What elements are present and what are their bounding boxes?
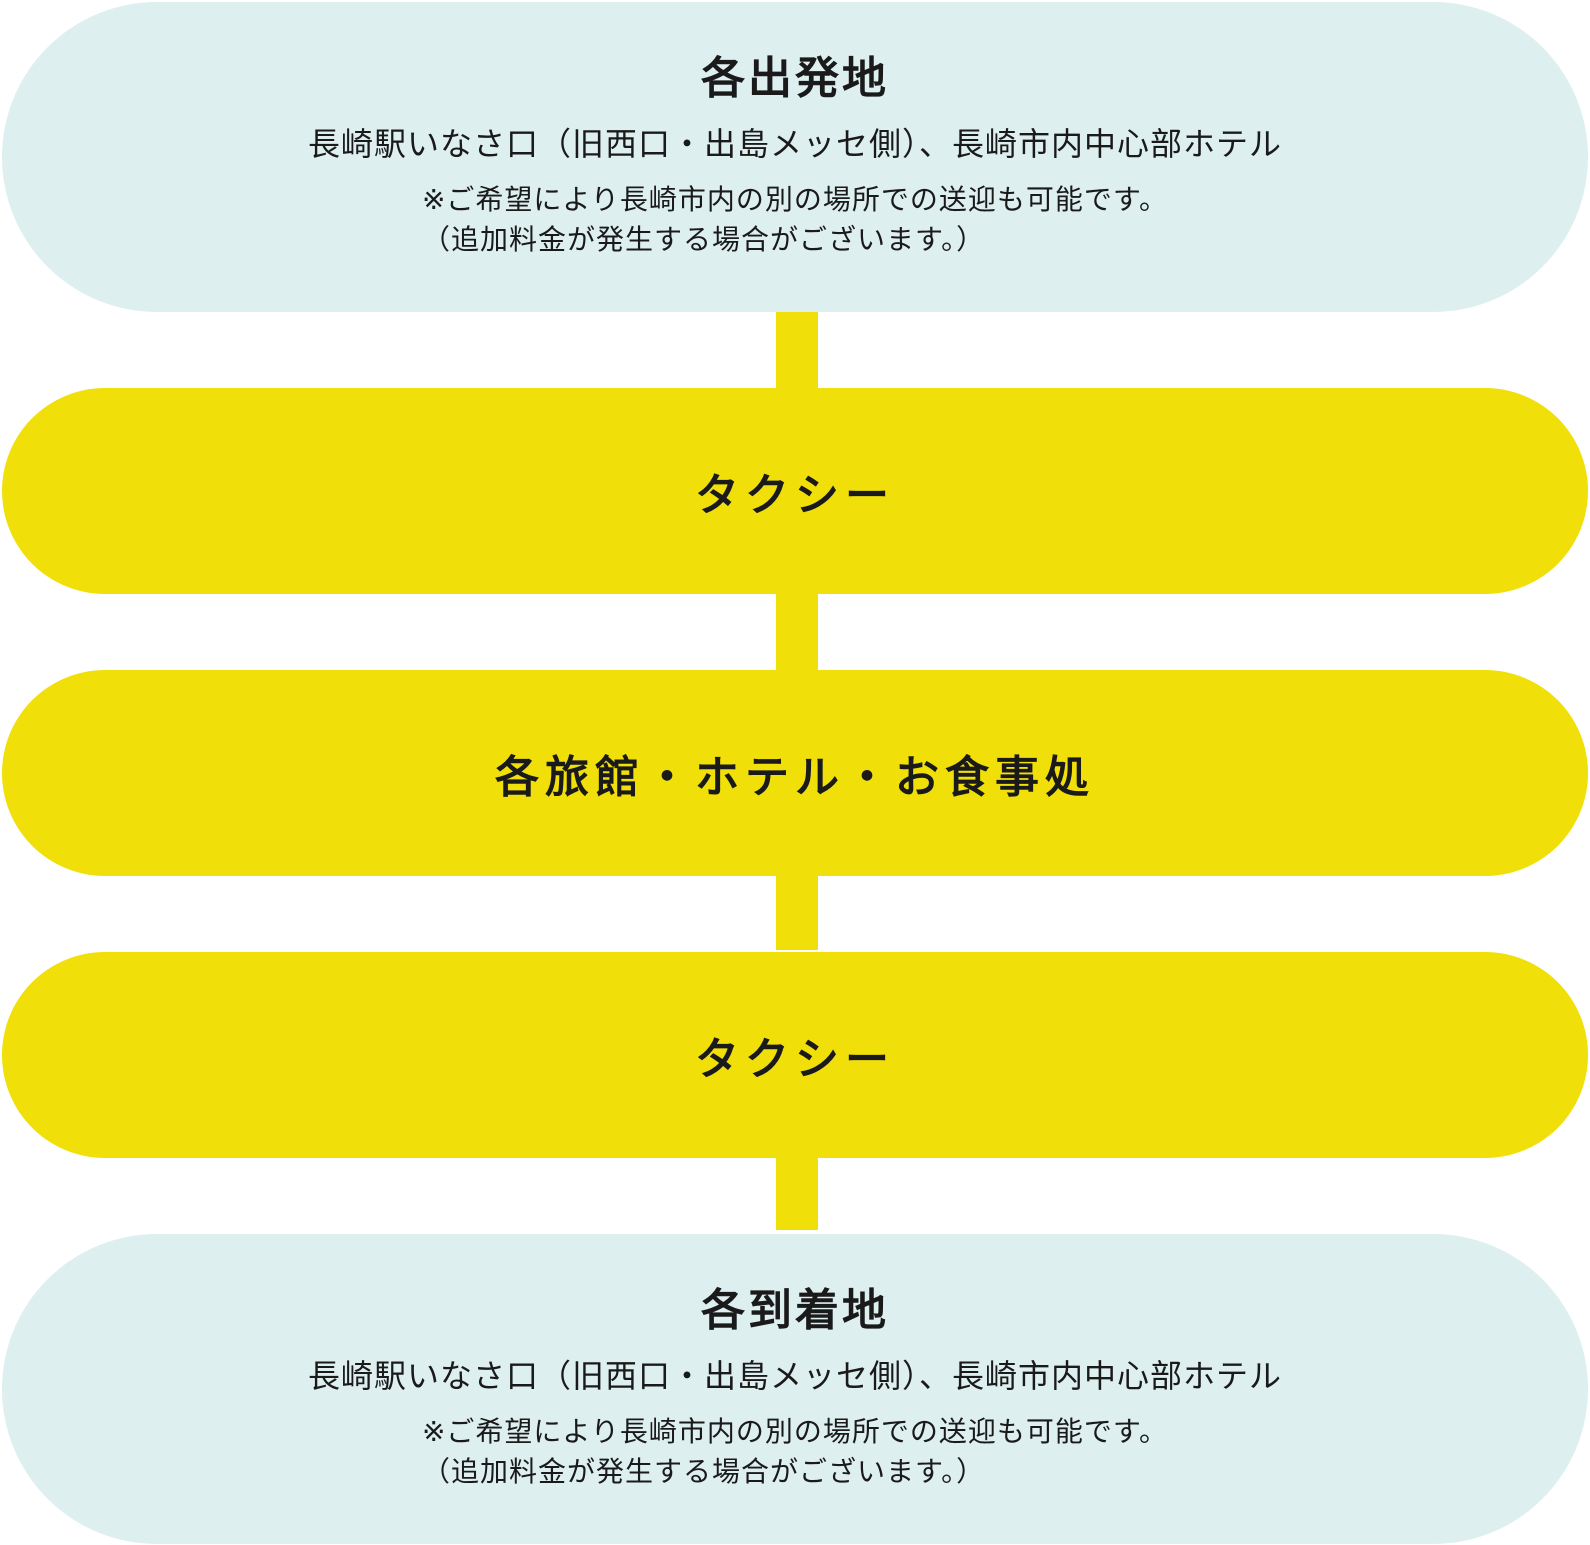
destination-note-line-1: ※ご希望により長崎市内の別の場所での送迎も可能です。	[421, 1414, 1169, 1448]
origin-title: 各出発地	[701, 53, 889, 105]
connector-4	[776, 1150, 818, 1230]
destination-box: 各到着地 長崎駅いなさ口（旧西口・出島メッセ側）、長崎市内中心部ホテル ※ご希望…	[2, 1234, 1588, 1544]
destination-note: ※ご希望により長崎市内の別の場所での送迎も可能です。 （追加料金が発生する場合が…	[422, 1412, 1168, 1493]
destination-note-line-2: （追加料金が発生する場合がございます。）	[421, 1455, 986, 1489]
origin-note-line-1: ※ご希望により長崎市内の別の場所での送迎も可能です。	[421, 182, 1169, 216]
stop-label: 各旅館・ホテル・お食事処	[495, 752, 1095, 803]
transport-step-2-label: タクシー	[695, 1034, 895, 1085]
connector-3	[776, 870, 818, 950]
transport-step-1-label: タクシー	[695, 470, 895, 521]
transport-step-1: タクシー	[2, 388, 1588, 594]
origin-note-line-2: （追加料金が発生する場合がございます。）	[421, 223, 986, 257]
connector-1	[776, 310, 818, 390]
destination-title: 各到着地	[701, 1285, 889, 1337]
connector-2	[776, 590, 818, 670]
destination-location: 長崎駅いなさ口（旧西口・出島メッセ側）、長崎市内中心部ホテル	[307, 1357, 1282, 1395]
origin-note: ※ご希望により長崎市内の別の場所での送迎も可能です。 （追加料金が発生する場合が…	[422, 180, 1168, 261]
stop-box: 各旅館・ホテル・お食事処	[2, 670, 1588, 876]
origin-location: 長崎駅いなさ口（旧西口・出島メッセ側）、長崎市内中心部ホテル	[307, 125, 1282, 163]
origin-box: 各出発地 長崎駅いなさ口（旧西口・出島メッセ側）、長崎市内中心部ホテル ※ご希望…	[2, 2, 1588, 312]
transport-step-2: タクシー	[2, 952, 1588, 1158]
